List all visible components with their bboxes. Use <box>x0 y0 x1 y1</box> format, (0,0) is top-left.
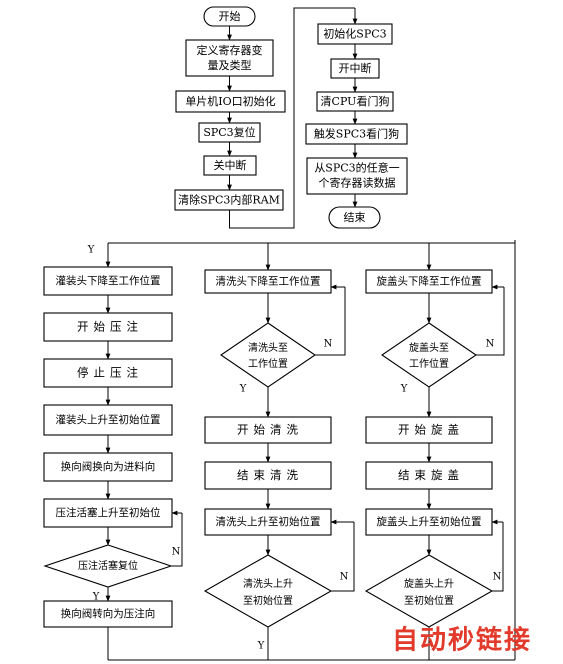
wash-at-init-line2: 至初始位置 <box>243 594 293 607</box>
piston-reset-no-label: N <box>172 547 181 558</box>
wash-finish-box <box>204 461 332 490</box>
stop-press-box <box>43 358 173 388</box>
open-interrupt-label: 开中断 <box>339 61 372 75</box>
start-press-box <box>43 312 173 342</box>
cap-at-init-decision <box>364 554 494 628</box>
cap-start-label: 开始旋盖 <box>398 423 464 437</box>
piston-up-label: 压注活塞上升至初始位 <box>56 506 161 519</box>
trigger-spc3-watchdog-box <box>305 123 408 145</box>
cap-head-up-label: 旋盖头上升至初始位置 <box>377 515 482 528</box>
valve-to-press-box <box>43 600 173 628</box>
cap-at-init-line1: 旋盖头上升 <box>404 577 454 590</box>
wash-at-init-decision <box>203 554 333 628</box>
end-label: 结束 <box>344 211 366 224</box>
fill-head-up-label: 灌装头上升至初始位置 <box>56 413 161 426</box>
cap-finish-label: 结束旋盖 <box>398 468 464 482</box>
init-spc3-label: 初始化SPC3 <box>323 27 386 41</box>
define-registers-line1: 定义寄存器变 <box>197 43 263 57</box>
wash-head-up-label: 清洗头上升至初始位置 <box>216 515 321 528</box>
wash-head-down-label: 清洗头下降至工作位置 <box>216 275 321 288</box>
clear-ram-label: 清除SPC3内部RAM <box>178 193 280 207</box>
start-label: 开始 <box>219 9 241 23</box>
mcu-io-init-box <box>175 90 286 113</box>
cap-at-init-no-label: N <box>493 572 502 583</box>
wash-start-label: 开始清洗 <box>237 423 303 437</box>
wash-at-init-yes-label: Y <box>257 641 265 652</box>
wash-at-init-no-label: N <box>340 572 349 583</box>
trigger-spc3-watchdog-label: 触发SPC3看门狗 <box>314 127 399 141</box>
valve-to-press-label: 换向阀转向为压注向 <box>61 607 156 620</box>
cap-at-work-no-label: N <box>486 339 495 350</box>
cap-at-work-decision <box>381 322 477 388</box>
wash-at-work-line1: 清洗头至 <box>248 341 288 354</box>
wash-at-work-line2: 工作位置 <box>248 357 288 370</box>
valve-to-feed-box <box>43 452 173 482</box>
wash-head-up-box <box>204 508 332 536</box>
cap-at-work-line2: 工作位置 <box>409 357 449 370</box>
piston-reset-yes-label: Y <box>92 592 100 603</box>
piston-reset-label: 压注活塞复位 <box>78 559 138 572</box>
define-registers-box <box>185 39 274 77</box>
cap-at-init-line2: 至初始位置 <box>404 594 454 607</box>
wash-at-work-decision <box>220 322 316 388</box>
cap-at-work-yes-label: Y <box>400 384 408 395</box>
stop-press-label: 停止压注 <box>77 366 143 380</box>
cap-start-box <box>365 416 493 444</box>
mcu-io-init-label: 单片机IO口初始化 <box>185 94 275 108</box>
start-press-label: 开始压注 <box>77 320 143 334</box>
cap-head-down-label: 旋盖头下降至工作位置 <box>377 275 482 288</box>
end-terminal <box>328 206 381 229</box>
wash-at-work-yes-label: Y <box>239 384 247 395</box>
watermark-text: 自动秒链接 <box>392 625 532 656</box>
wash-at-work-no-label: N <box>324 339 333 350</box>
spc3-reset-label: SPC3复位 <box>203 125 255 139</box>
read-register-line2: 个寄存器读数据 <box>319 176 396 190</box>
read-register-line1: 从SPC3的任意一 <box>314 161 399 175</box>
cap-at-work-line1: 旋盖头至 <box>409 341 449 354</box>
read-register-box <box>306 157 408 195</box>
close-interrupt-label: 关中断 <box>214 158 247 172</box>
piston-up-box <box>43 498 173 528</box>
valve-to-feed-label: 换向阀换向为进料向 <box>61 460 156 473</box>
fill-head-down-label: 灌装头下降至工作位置 <box>56 274 161 287</box>
fill-head-up-box <box>43 404 173 436</box>
wash-finish-label: 结束清洗 <box>237 468 303 482</box>
define-registers-line2: 量及类型 <box>208 58 252 72</box>
wash-at-init-line1: 清洗头上升 <box>243 577 293 590</box>
clear-cpu-watchdog-label: 清CPU看门狗 <box>321 94 390 108</box>
main-yes-label: Y <box>87 245 95 256</box>
